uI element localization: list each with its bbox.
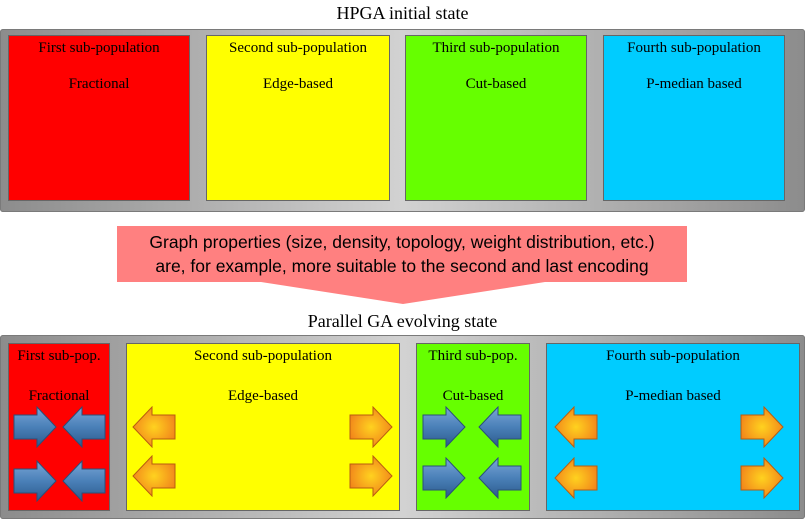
initial-box-third-name: Third sub-population xyxy=(432,40,560,56)
shrink-arrow-right-icon xyxy=(422,406,466,448)
evolving-state-frame: First sub-pop. Fractional Second sub-pop… xyxy=(0,335,805,519)
initial-box-second-encoding: Edge-based xyxy=(263,76,333,92)
transition-arrow xyxy=(117,226,687,304)
shrink-arrow-left-icon xyxy=(478,406,522,448)
grow-arrow-left-icon xyxy=(132,406,176,448)
evolving-state-title: Parallel GA evolving state xyxy=(307,311,498,331)
initial-box-fourth-encoding: P-median based xyxy=(646,76,742,92)
evolving-box-third-name: Third sub-pop. xyxy=(428,348,518,364)
initial-box-second-name: Second sub-population xyxy=(229,40,367,56)
grow-arrow-right-icon xyxy=(349,406,393,448)
evolving-box-first-encoding: Fractional xyxy=(28,388,90,404)
initial-box-first-name: First sub-population xyxy=(38,40,160,56)
grow-arrow-left-icon xyxy=(132,455,176,497)
evolving-box-first-name: First sub-pop. xyxy=(17,348,101,364)
shrink-arrow-left-icon xyxy=(62,406,106,448)
shrink-arrow-right-icon xyxy=(422,457,466,499)
initial-state-frame: First sub-population Fractional Second s… xyxy=(0,29,805,212)
initial-box-third-encoding: Cut-based xyxy=(465,76,527,92)
transition-text-line1: Graph properties (size, density, topolog… xyxy=(149,232,655,252)
grow-arrow-right-icon xyxy=(740,406,784,448)
shrink-arrow-left-icon xyxy=(62,460,106,502)
grow-arrow-left-icon xyxy=(554,406,598,448)
shrink-arrow-right-icon xyxy=(13,460,57,502)
initial-box-first-encoding: Fractional xyxy=(68,76,130,92)
initial-box-second: Second sub-population Edge-based xyxy=(206,35,390,201)
transition-text-line2: are, for example, more suitable to the s… xyxy=(155,256,649,276)
evolving-box-fourth-encoding: P-median based xyxy=(625,388,721,404)
initial-state-title: HPGA initial state xyxy=(336,3,469,23)
initial-box-fourth-name: Fourth sub-population xyxy=(627,40,761,56)
grow-arrow-right-icon xyxy=(740,457,784,499)
evolving-box-fourth-name: Fourth sub-population xyxy=(606,348,740,364)
evolving-box-second-encoding: Edge-based xyxy=(228,388,298,404)
initial-box-fourth: Fourth sub-population P-median based xyxy=(603,35,785,201)
grow-arrow-left-icon xyxy=(554,457,598,499)
grow-arrow-right-icon xyxy=(349,455,393,497)
initial-box-third: Third sub-population Cut-based xyxy=(405,35,587,201)
initial-box-first: First sub-population Fractional xyxy=(8,35,190,201)
evolving-box-second-name: Second sub-population xyxy=(194,348,332,364)
shrink-arrow-left-icon xyxy=(478,457,522,499)
evolving-box-third-encoding: Cut-based xyxy=(442,388,504,404)
shrink-arrow-right-icon xyxy=(13,406,57,448)
